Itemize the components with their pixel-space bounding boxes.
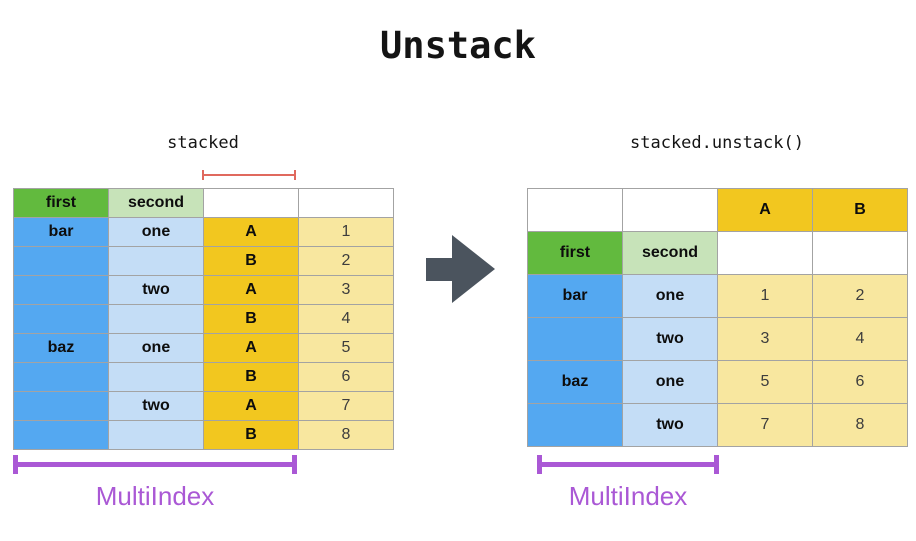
table-cell — [203, 188, 299, 218]
table-cell: baz — [13, 333, 109, 363]
table-cell: A — [203, 333, 299, 363]
table-cell: 7 — [298, 391, 394, 421]
table-cell: A — [203, 217, 299, 247]
table-cell — [108, 420, 204, 450]
table-cell — [108, 304, 204, 334]
table-cell — [812, 231, 908, 275]
unstacked-table-caption: stacked.unstack() — [630, 133, 804, 153]
bracket-bar — [202, 174, 296, 176]
bracket-bar — [13, 462, 297, 467]
table-cell: one — [622, 360, 718, 404]
table-cell: B — [203, 362, 299, 392]
multiindex-bracket-right — [537, 455, 719, 474]
table-cell: one — [108, 333, 204, 363]
table-cell: first — [13, 188, 109, 218]
table-cell: bar — [13, 217, 109, 247]
table-cell: two — [108, 391, 204, 421]
table-cell — [527, 188, 623, 232]
table-cell: one — [108, 217, 204, 247]
table-cell — [527, 317, 623, 361]
table-cell: 8 — [298, 420, 394, 450]
table-cell — [108, 246, 204, 276]
table-cell: 8 — [812, 403, 908, 447]
table-cell: 5 — [717, 360, 813, 404]
table-cell: A — [203, 275, 299, 305]
table-cell: B — [203, 304, 299, 334]
table-cell: second — [622, 231, 718, 275]
table-cell: B — [203, 246, 299, 276]
table-cell: 4 — [812, 317, 908, 361]
table-cell: 6 — [812, 360, 908, 404]
bracket-tick — [294, 170, 296, 180]
table-cell — [298, 188, 394, 218]
table-cell: one — [622, 274, 718, 318]
table-cell — [717, 231, 813, 275]
table-cell: 7 — [717, 403, 813, 447]
table-cell: 4 — [298, 304, 394, 334]
table-cell: two — [108, 275, 204, 305]
multiindex-bracket-left — [13, 455, 297, 474]
table-cell — [108, 362, 204, 392]
right-arrow-shape — [426, 235, 495, 303]
right-arrow-icon — [426, 235, 495, 303]
table-cell: A — [717, 188, 813, 232]
multiindex-label-right: MultiIndex — [568, 481, 688, 511]
table-cell: second — [108, 188, 204, 218]
table-cell: A — [203, 391, 299, 421]
table-cell — [13, 362, 109, 392]
bracket-tick — [714, 455, 719, 474]
table-cell — [13, 420, 109, 450]
table-cell: 6 — [298, 362, 394, 392]
table-cell — [13, 275, 109, 305]
table-cell: bar — [527, 274, 623, 318]
table-cell: 2 — [298, 246, 394, 276]
table-cell: 3 — [717, 317, 813, 361]
table-cell: 1 — [717, 274, 813, 318]
table-cell: two — [622, 403, 718, 447]
table-cell — [13, 246, 109, 276]
table-cell: baz — [527, 360, 623, 404]
bracket-tick — [292, 455, 297, 474]
bracket-bar — [537, 462, 719, 467]
multiindex-label-left: MultiIndex — [95, 481, 215, 511]
table-cell: first — [527, 231, 623, 275]
table-cell: 2 — [812, 274, 908, 318]
table-cell: 5 — [298, 333, 394, 363]
table-cell: two — [622, 317, 718, 361]
table-cell — [13, 391, 109, 421]
column-span-bracket — [202, 170, 296, 180]
table-cell: 1 — [298, 217, 394, 247]
table-cell: B — [812, 188, 908, 232]
table-cell: B — [203, 420, 299, 450]
table-cell — [13, 304, 109, 334]
table-cell — [527, 403, 623, 447]
table-cell — [622, 188, 718, 232]
page-title: Unstack — [380, 24, 536, 67]
stacked-table-caption: stacked — [167, 133, 239, 153]
table-cell: 3 — [298, 275, 394, 305]
